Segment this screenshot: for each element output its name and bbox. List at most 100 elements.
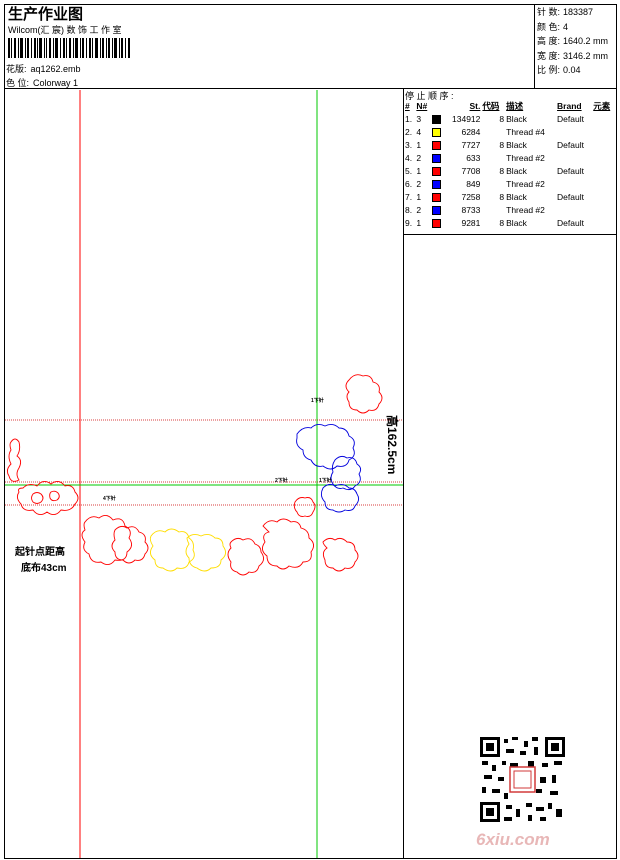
- color-swatch: [432, 205, 442, 215]
- row-code: 8: [499, 113, 505, 124]
- row-element: [592, 164, 616, 177]
- colorway-value: Colorway 1: [33, 78, 79, 88]
- row-desc: Thread #4: [506, 126, 545, 137]
- barcode: [8, 38, 130, 58]
- row-desc: Black: [506, 139, 527, 150]
- red-motif-left-cluster-inner: [31, 490, 60, 504]
- row-brand: Default: [557, 139, 584, 150]
- stitch-label: 针 数:: [537, 7, 561, 17]
- row-index: 2.: [405, 126, 413, 137]
- width-label: 宽 度:: [537, 50, 561, 61]
- pattern-value: aq1262.emb: [30, 64, 81, 74]
- row-code: [481, 151, 505, 164]
- row-code: [481, 177, 505, 190]
- col-code: 代码: [482, 101, 500, 111]
- color-swatch: [432, 140, 442, 150]
- color-swatch: [432, 114, 442, 124]
- color-swatch: [432, 218, 442, 228]
- row-needle: 1: [416, 165, 422, 176]
- row-code: 8: [499, 217, 505, 228]
- col-brand: Brand: [557, 101, 582, 111]
- red-motif-bottom-center: [227, 537, 264, 576]
- stitch-label-1b: 1下针: [319, 477, 332, 484]
- pattern-line: 花版:aq1262.emb: [6, 62, 81, 75]
- table-header-row: # N# St. 代码 描述 Brand 元素: [404, 100, 616, 112]
- pattern-label: 花版:: [6, 64, 27, 74]
- row-needle: 1: [416, 217, 422, 228]
- colors-value: 4: [563, 21, 569, 32]
- row-index: 1.: [405, 113, 413, 124]
- row-brand: Default: [557, 217, 584, 228]
- blue-motif-low: [320, 483, 360, 513]
- row-brand: Default: [557, 165, 584, 176]
- stop-sequence-title: 停 止 顺 序 :: [405, 91, 454, 101]
- red-motif-bottom-far-right: [322, 537, 359, 572]
- stitch-label-1: 1下针: [311, 397, 324, 404]
- header-divider: [4, 88, 617, 89]
- row-code: 8: [499, 165, 505, 176]
- row-stitches: 7258: [461, 191, 481, 202]
- row-needle: 2: [416, 152, 422, 163]
- row-brand: [556, 203, 592, 216]
- row-code: 8: [499, 191, 505, 202]
- table-divider: [403, 234, 617, 235]
- row-desc: Thread #2: [506, 178, 545, 189]
- row-stitches: 9281: [461, 217, 481, 228]
- watermark: 6xiu.com: [476, 830, 550, 849]
- row-desc: Black: [506, 113, 527, 124]
- row-stitches: 8733: [461, 204, 481, 215]
- embroidery-design: 1下针 4下针 2下针 1下针 起针点距高 底布43cm 高162.5cm: [5, 90, 403, 858]
- red-motif-left-tall: [6, 438, 22, 482]
- row-brand: Default: [557, 191, 584, 202]
- row-code: [481, 125, 505, 138]
- col-needle: N#: [416, 101, 428, 111]
- colorway-label: 色 位:: [6, 78, 30, 88]
- blue-motif-top: [296, 423, 355, 470]
- row-swatch: [431, 151, 443, 164]
- row-stitches: 633: [466, 152, 481, 163]
- row-index: 7.: [405, 191, 413, 202]
- row-desc: Thread #2: [506, 204, 545, 215]
- yellow-motifs: [149, 528, 226, 572]
- row-index: 9.: [405, 217, 413, 228]
- row-desc: Black: [506, 191, 527, 202]
- width-value: 3146.2 mm: [563, 50, 609, 61]
- row-swatch: [431, 138, 443, 151]
- row-stitches: 7708: [461, 165, 481, 176]
- colors-label: 颜 色:: [537, 21, 561, 32]
- row-brand: Default: [557, 113, 584, 124]
- row-stitches: 6284: [461, 126, 481, 137]
- row-index: 5.: [405, 165, 413, 176]
- col-swatch: [431, 100, 443, 112]
- col-index: #: [405, 101, 410, 111]
- row-swatch: [431, 112, 443, 125]
- color-swatch: [432, 127, 442, 137]
- row-needle: 3: [416, 113, 422, 124]
- row-swatch: [431, 190, 443, 203]
- row-stitches: 7727: [461, 139, 481, 150]
- red-motifs: [6, 374, 383, 576]
- row-needle: 4: [416, 126, 422, 137]
- row-index: 4.: [405, 152, 413, 163]
- red-motif-mid-right: [293, 497, 316, 517]
- red-motif-left-cluster: [16, 481, 79, 515]
- row-needle: 1: [416, 191, 422, 202]
- row-element: [592, 177, 616, 190]
- stitch-value: 183387: [563, 7, 594, 17]
- row-element: [592, 112, 616, 125]
- row-element: [592, 216, 616, 229]
- stats-panel: 针 数:183387 颜 色:4 高 度:1640.2 mm 宽 度:3146.…: [537, 5, 608, 78]
- company-name: Wilcom(汇 宸) 数 饰 工 作 室: [8, 25, 122, 35]
- row-element: [592, 190, 616, 203]
- colorway-line: 色 位:Colorway 1: [6, 76, 78, 89]
- row-needle: 1: [416, 139, 422, 150]
- stats-divider: [534, 4, 535, 88]
- row-desc: Black: [506, 217, 527, 228]
